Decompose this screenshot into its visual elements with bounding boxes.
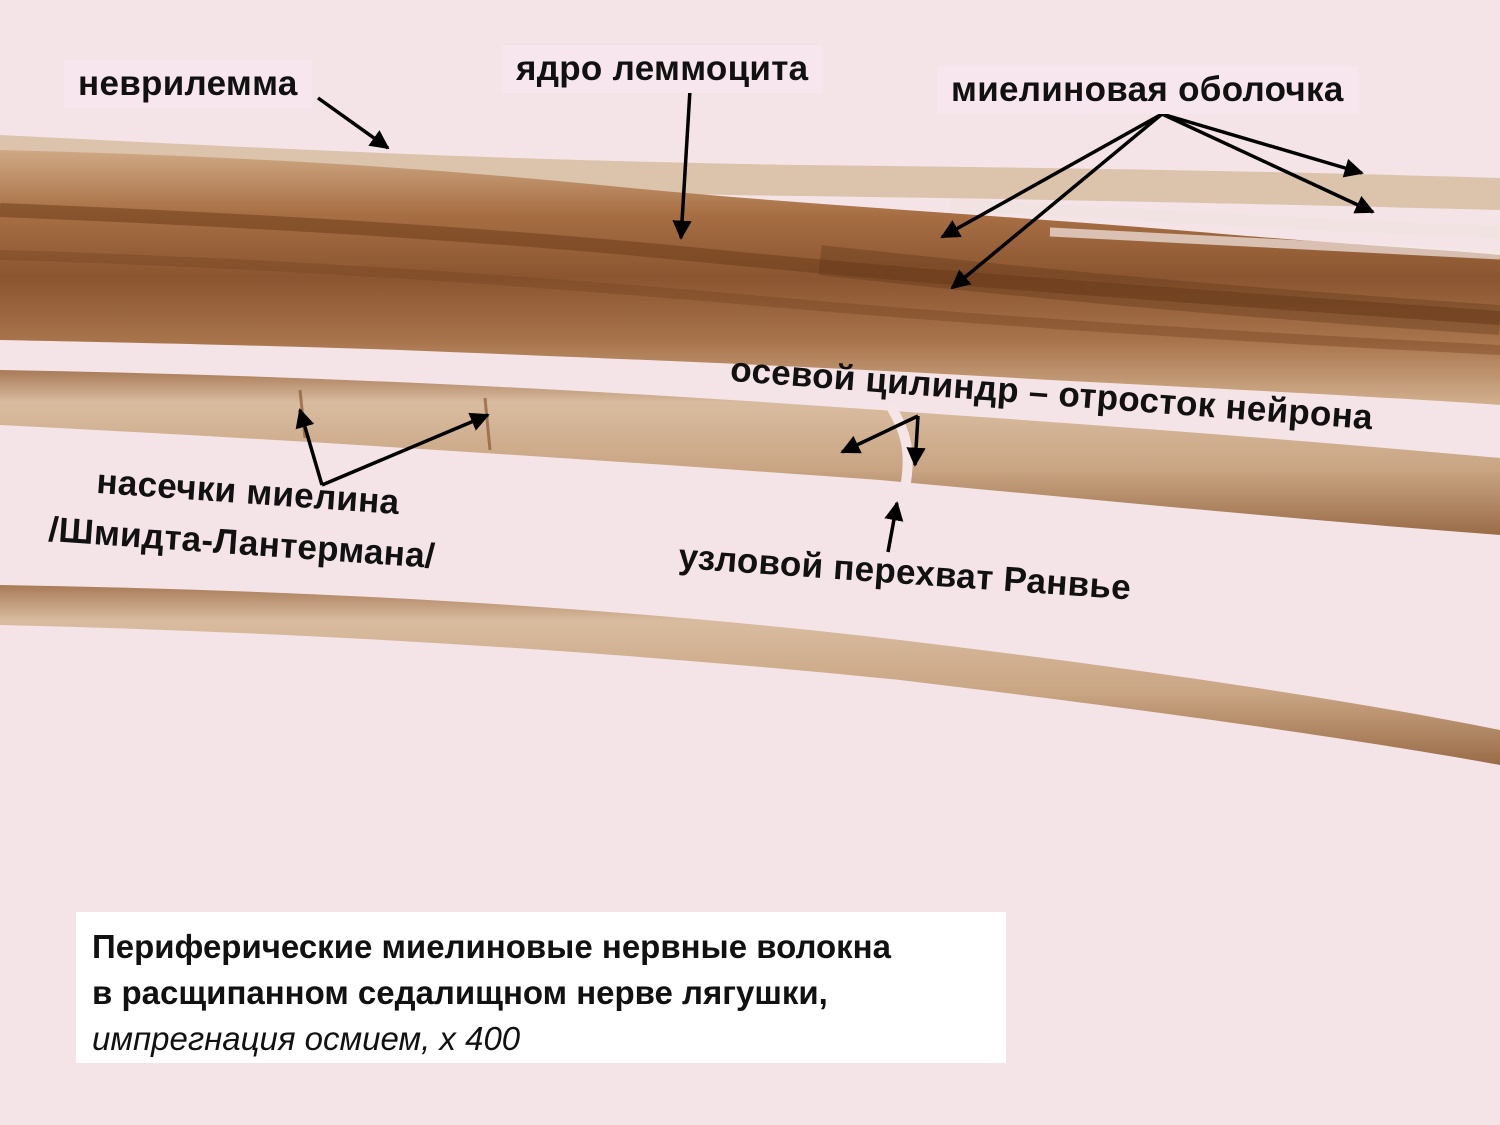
caption-line-2: в расщипанном седалищном нерве лягушки,: [92, 973, 828, 1011]
lemmocyte-nucleus-label: ядро леммоцита: [502, 45, 823, 94]
middle-fiber: [0, 370, 1500, 535]
axial-cylinder-arrow-2: [906, 415, 926, 467]
upper-fiber-band: [0, 135, 1500, 210]
caption-line-1: Периферические миелиновые нервные волокн…: [92, 928, 891, 965]
axial-cylinder-arrow-1: [840, 414, 919, 454]
myelin-sheath-arrow-3: [1161, 112, 1364, 178]
myelin-sheath-arrow-1: [940, 112, 1163, 239]
myelin-sheath-arrow-4: [1161, 112, 1375, 214]
lemmocyte-nucleus-arrow: [672, 89, 692, 240]
ranvier-node-gap: [885, 402, 913, 489]
caption-line-3: импрегнация осмием, х 400: [92, 1019, 521, 1057]
incisure-arrow-1: [295, 408, 324, 486]
figure-caption: Периферические миелиновые нервные волокн…: [76, 912, 1006, 1063]
lower-fiber: [0, 585, 1500, 765]
neurilemma-label: неврилемма: [64, 60, 312, 109]
incisure-arrow-2: [321, 412, 490, 487]
neurilemma-arrow: [316, 96, 390, 150]
myelin-sheath-label: миелиновая оболочка: [937, 66, 1358, 115]
myelin-sheath-arrow-2: [950, 112, 1164, 290]
annotation-arrows: [295, 89, 1375, 553]
ranvier-node-arrow: [884, 501, 904, 553]
main-fiber-bundle: [0, 150, 1500, 405]
